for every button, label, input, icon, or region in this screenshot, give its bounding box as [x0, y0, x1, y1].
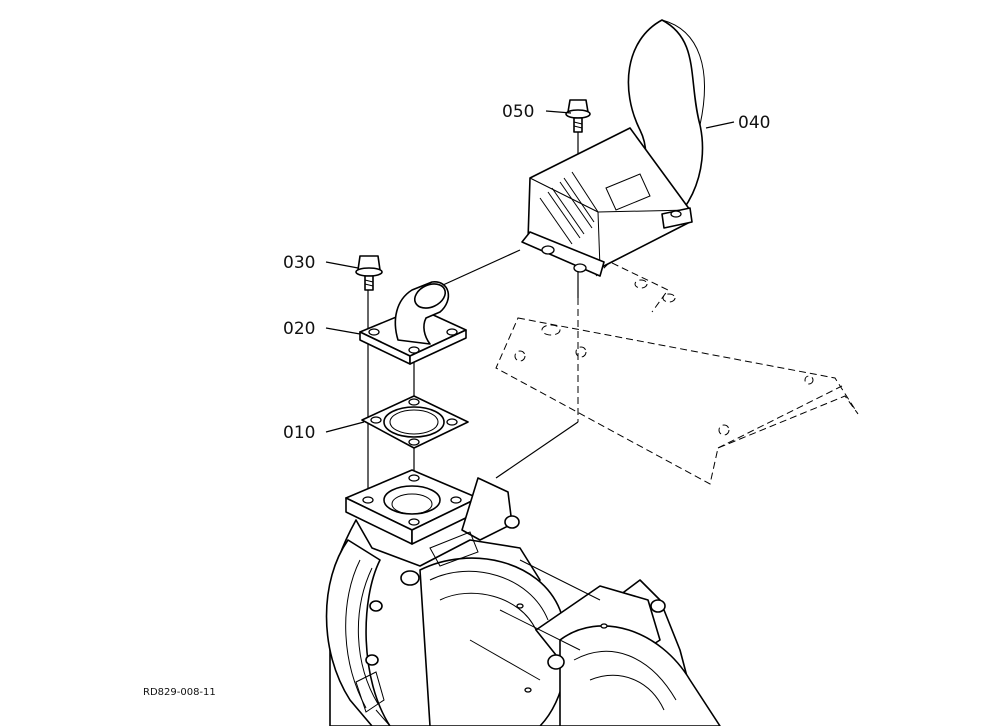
- turbocharger-assembly: [325, 469, 721, 726]
- callout-010: 010: [283, 423, 315, 443]
- callout-leaders: [325, 110, 735, 433]
- part-050-bolt: [565, 99, 591, 133]
- part-010-gasket: [361, 395, 469, 449]
- dashed-bracket: [495, 261, 859, 485]
- callout-020: 020: [283, 319, 315, 339]
- bracket-slots: [539, 171, 599, 245]
- part-030-bolt: [355, 255, 383, 291]
- callout-050: 050: [502, 102, 534, 122]
- part-040-tail-pipe: [521, 19, 705, 277]
- callout-040: 040: [738, 113, 770, 133]
- callout-030: 030: [283, 253, 315, 273]
- part-020-elbow-flange: [359, 281, 467, 365]
- reference-code: RD829-008-11: [143, 687, 216, 698]
